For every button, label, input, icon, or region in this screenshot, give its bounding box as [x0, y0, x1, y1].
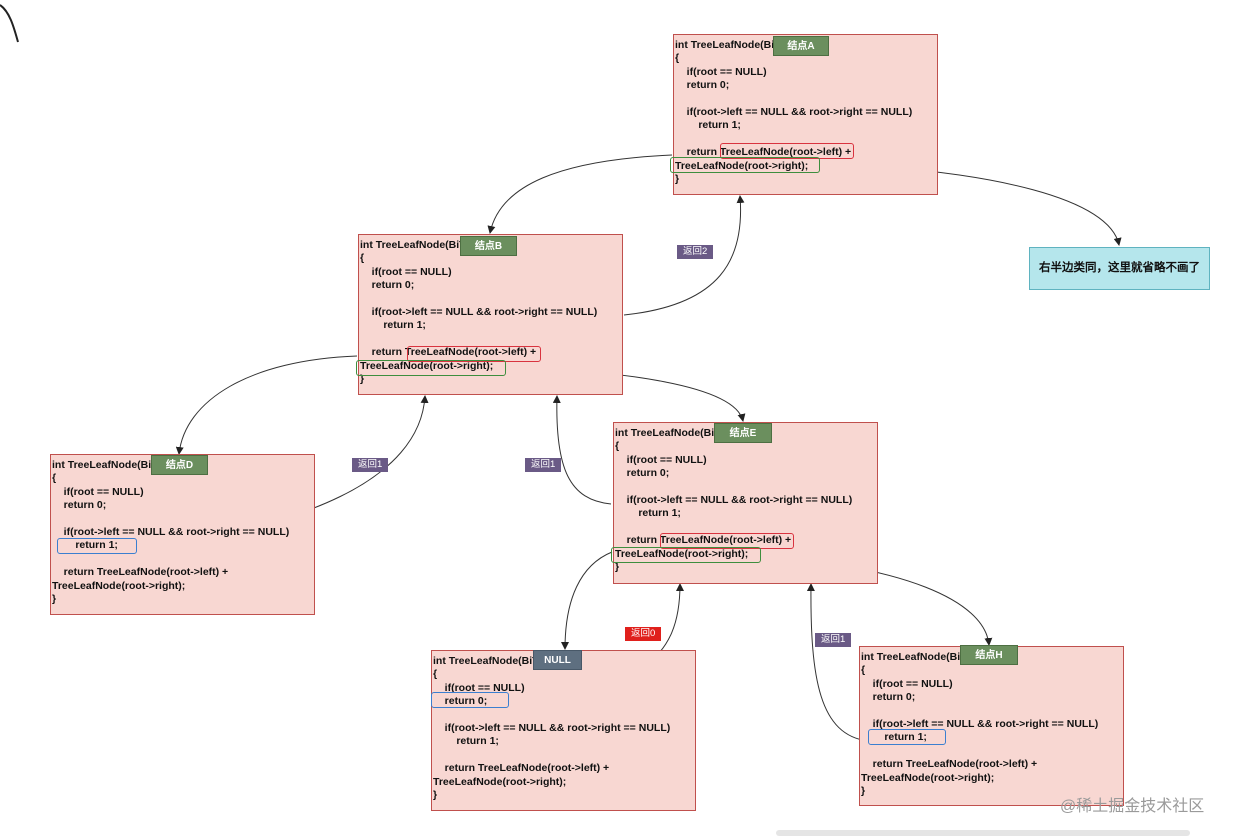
return-label-0: 返回0 [625, 627, 662, 641]
node-h-return1-highlight [868, 729, 946, 745]
top-left-scribble [0, 4, 19, 43]
node-d-return1-highlight [57, 538, 137, 554]
node-a-code-box: int TreeLeafNode(BiTree root) { if(root … [673, 34, 938, 195]
node-h-code-box: int TreeLeafNode(BiTree root) { if(root … [859, 646, 1124, 806]
node-e-code-box: int TreeLeafNode(BiTree root) { if(root … [613, 422, 878, 584]
node-d-code-box: int TreeLeafNode(BiTree root) { if(root … [50, 454, 315, 615]
node-h-code: int TreeLeafNode(BiTree root) { if(root … [861, 651, 1099, 798]
arrow-return-b-to-a [623, 195, 745, 316]
node-b-label: 结点B [460, 236, 517, 256]
node-e-left-call-highlight [660, 533, 794, 549]
node-a-label: 结点A [773, 36, 829, 56]
arrow-return-h-to-e [806, 583, 869, 742]
node-h-label: 结点H [960, 645, 1018, 665]
return-label-1-e: 返回1 [525, 458, 562, 472]
watermark: @稀土掘金技术社区 [1060, 798, 1205, 815]
node-d-code: int TreeLeafNode(BiTree root) { if(root … [52, 459, 290, 606]
node-null-code-box: int TreeLeafNode(BiTree root) { if(root … [431, 650, 696, 811]
arrow-return-e-to-b [552, 395, 612, 505]
node-null-return0-highlight [431, 692, 509, 708]
node-b-right-call-highlight [356, 360, 506, 376]
node-d-label: 结点D [151, 455, 208, 475]
return-label-1-d: 返回1 [352, 458, 389, 472]
right-half-note: 右半边类同，这里就省略不画了 [1029, 247, 1210, 290]
node-b-left-call-highlight [407, 346, 541, 362]
node-e-label: 结点E [714, 423, 772, 443]
node-a-code: int TreeLeafNode(BiTree root) { if(root … [675, 39, 913, 186]
arrow-a-to-b [487, 154, 673, 234]
node-a-right-call-highlight [670, 157, 820, 173]
horizontal-scrollbar[interactable] [776, 830, 1190, 836]
node-null-label: NULL [533, 650, 582, 670]
return-label-2: 返回2 [677, 245, 714, 259]
node-b-code: int TreeLeafNode(BiTree root) { if(root … [360, 239, 598, 386]
node-b-code-box: int TreeLeafNode(BiTree root) { if(root … [358, 234, 623, 395]
node-a-left-call-highlight [720, 143, 854, 159]
arrow-e-to-null [561, 551, 613, 650]
node-null-code: int TreeLeafNode(BiTree root) { if(root … [433, 655, 671, 802]
return-label-1-h: 返回1 [815, 633, 852, 647]
arrow-b-to-d [175, 355, 358, 455]
node-e-right-call-highlight [611, 547, 761, 563]
